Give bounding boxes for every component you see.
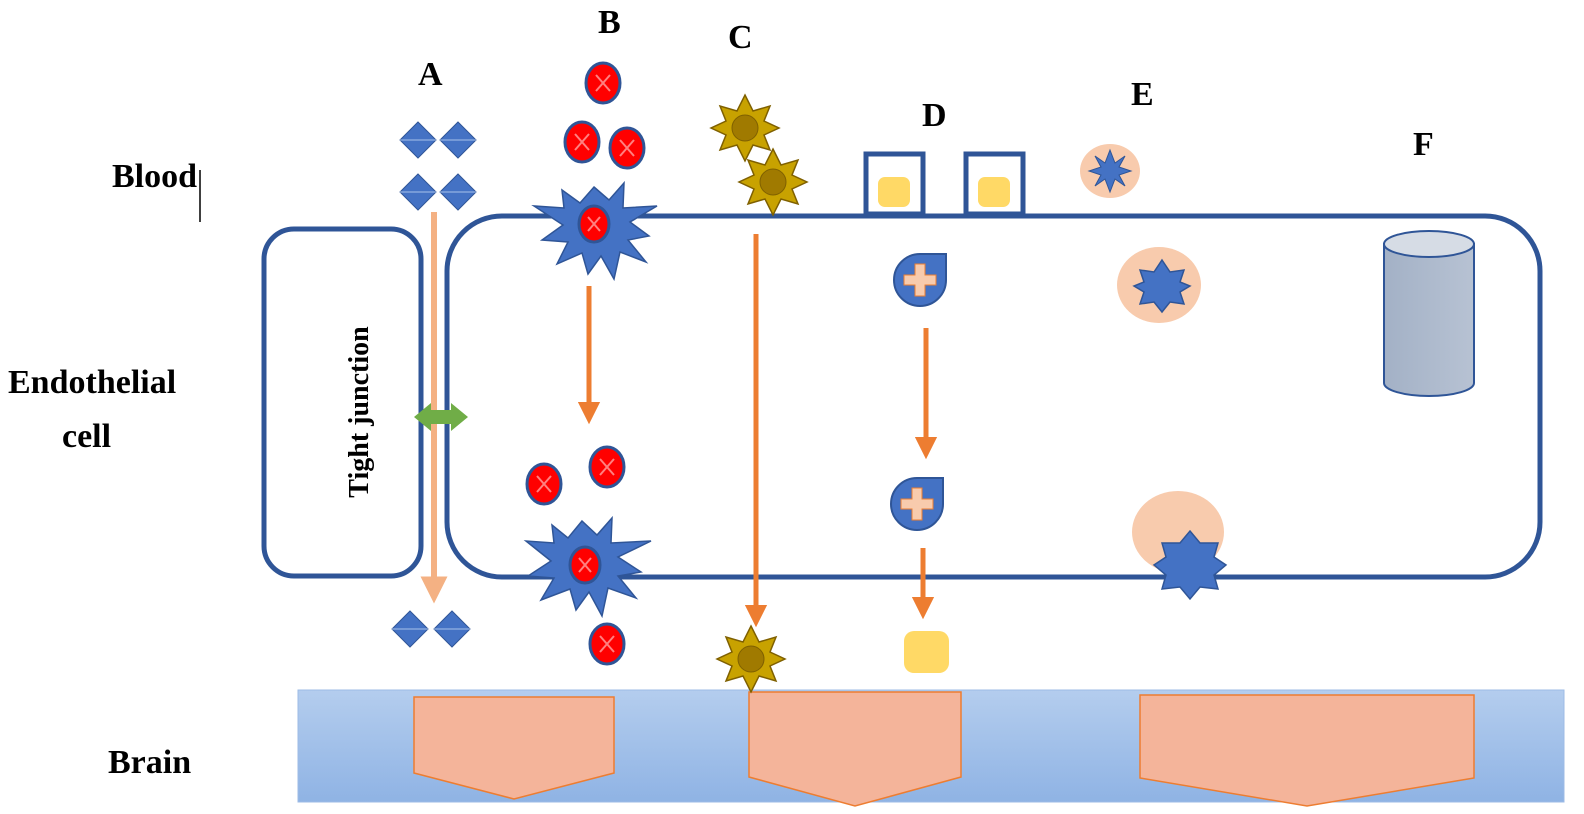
route-label-f: F <box>1413 126 1434 163</box>
blood-label: Blood <box>112 158 197 195</box>
route-b-cells-top <box>563 61 646 170</box>
route-label-c: C <box>728 19 753 56</box>
route-d-transporter-top <box>893 253 947 307</box>
tight-junction-double-arrow <box>414 403 468 431</box>
endothelial-cell-left <box>261 226 424 579</box>
route-label-a: A <box>418 56 443 93</box>
route-c-molecule-bottom <box>715 624 787 694</box>
route-f-cylinder <box>1383 230 1475 397</box>
route-label-e: E <box>1131 76 1154 113</box>
route-a-molecules-top <box>399 121 477 211</box>
brain-cell-3 <box>1139 694 1475 807</box>
brain-cell-1 <box>413 696 615 800</box>
route-label-b: B <box>598 4 621 41</box>
endothelial-label-line1: Endothelial <box>8 364 176 401</box>
route-d-transporter-bottom <box>890 477 944 531</box>
route-c-molecules-top <box>709 93 809 217</box>
route-d-carriers <box>863 151 1026 217</box>
endothelial-label-line2: cell <box>62 418 111 455</box>
brain-label: Brain <box>108 744 191 781</box>
tight-junction-label: Tight junction <box>344 326 375 498</box>
route-d-molecule-brain <box>904 631 949 673</box>
brain-cell-2 <box>748 691 962 807</box>
route-label-d: D <box>922 97 947 134</box>
route-b-cell-bottom <box>588 622 626 666</box>
route-b-cells-middle <box>525 445 626 506</box>
